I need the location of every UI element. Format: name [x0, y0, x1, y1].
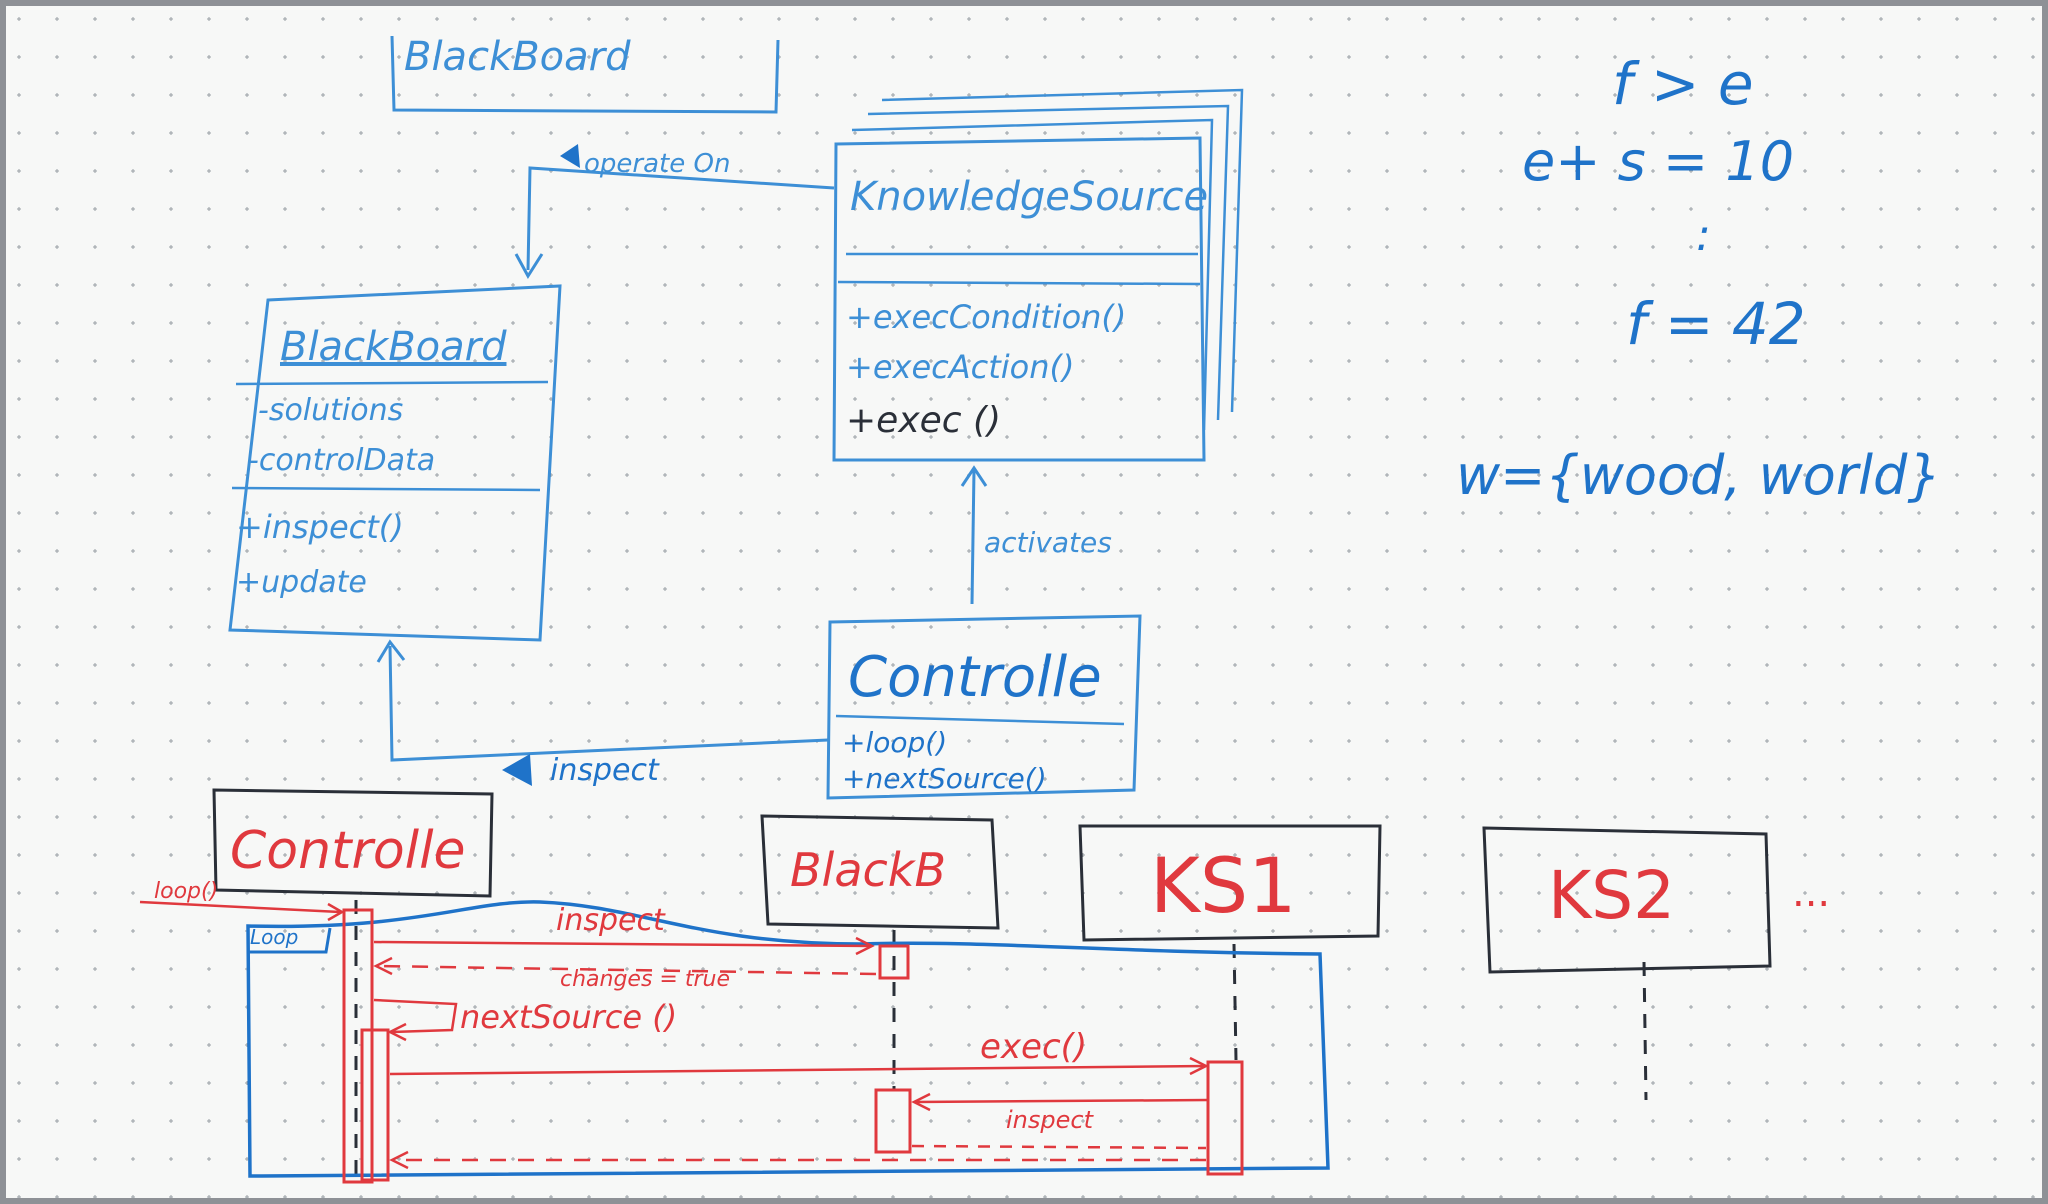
lifeline-controller-label: Controlle	[230, 821, 466, 881]
inspect-arrowhead-icon	[502, 754, 532, 786]
activates-label: activates	[984, 526, 1112, 559]
blackboard-attr-solutions: -solutions	[258, 393, 403, 428]
knowledge-source-class: KnowledgeSource +execCondition() +execAc…	[832, 88, 1244, 462]
blackboard-class: BlackBoard -solutions -controlData +insp…	[228, 284, 562, 642]
msg-nextsource-label: nextSource ()	[460, 998, 677, 1036]
lifeline-ellipsis: ...	[1792, 870, 1830, 916]
controller-op-loop: +loop()	[842, 726, 947, 759]
knowledge-source-class-name: KnowledgeSource	[850, 174, 1208, 220]
msg-exec-label: exec()	[980, 1027, 1087, 1067]
controller-class: Controlle +loop() +nextSource()	[826, 614, 1142, 800]
math-line-1: f > e	[1612, 50, 1754, 118]
math-notes: f > e e+ s = 10 : f = 42 w={wood, world}	[1456, 50, 1942, 507]
blackboard-attr-controldata: -controlData	[248, 443, 435, 478]
math-line-4: f = 42	[1626, 290, 1806, 358]
lifeline-dashes	[354, 900, 1648, 1182]
lifeline-controller: Controlle	[212, 788, 494, 898]
inspect-relation-label: inspect	[550, 753, 660, 788]
loop-frame: Loop	[246, 900, 1330, 1178]
lifeline-blackboard: BlackB	[760, 814, 1000, 930]
blackboard-op-inspect: +inspect()	[236, 508, 404, 546]
ks-op-exec: +exec ()	[846, 400, 1001, 441]
msg-changes-label: changes = true	[560, 967, 730, 992]
activates-relation: activates	[960, 465, 1112, 605]
controller-class-name: Controlle	[848, 645, 1102, 710]
lifeline-blackboard-label: BlackB	[790, 843, 946, 897]
blackboard-class-name: BlackBoard	[280, 324, 507, 370]
title-box-label: BlackBoard	[404, 34, 631, 80]
msg-inspect-ks-label: inspect	[1006, 1106, 1095, 1134]
controller-op-nextsource: +nextSource()	[842, 762, 1047, 795]
msg-inspect-label: inspect	[556, 903, 666, 938]
title-box: BlackBoard	[390, 34, 780, 114]
operate-on-arrowhead-icon	[560, 144, 580, 168]
math-line-3: :	[1696, 210, 1711, 261]
operate-on-relation: operate On	[514, 144, 835, 279]
activation-bars	[342, 908, 1244, 1184]
loop-frame-label: Loop	[250, 925, 298, 949]
inspect-relation: inspect	[376, 639, 829, 788]
lifeline-ks1-label: KS1	[1150, 841, 1296, 930]
math-line-5: w={wood, world}	[1456, 444, 1942, 507]
operate-on-label: operate On	[584, 149, 730, 179]
blackboard-op-update: +update	[236, 565, 367, 600]
lifeline-ks1: KS1	[1078, 824, 1382, 942]
sequence-messages: loop() inspect changes = true nextSource…	[139, 879, 1209, 1170]
lifeline-ks2-label: KS2	[1548, 857, 1675, 934]
msg-loop-label: loop()	[154, 879, 218, 904]
math-line-2: e+ s = 10	[1522, 130, 1794, 193]
ks-op-exec-action: +execAction()	[846, 348, 1074, 386]
lifeline-ks2: KS2	[1482, 826, 1772, 974]
ks-op-exec-condition: +execCondition()	[846, 298, 1126, 336]
